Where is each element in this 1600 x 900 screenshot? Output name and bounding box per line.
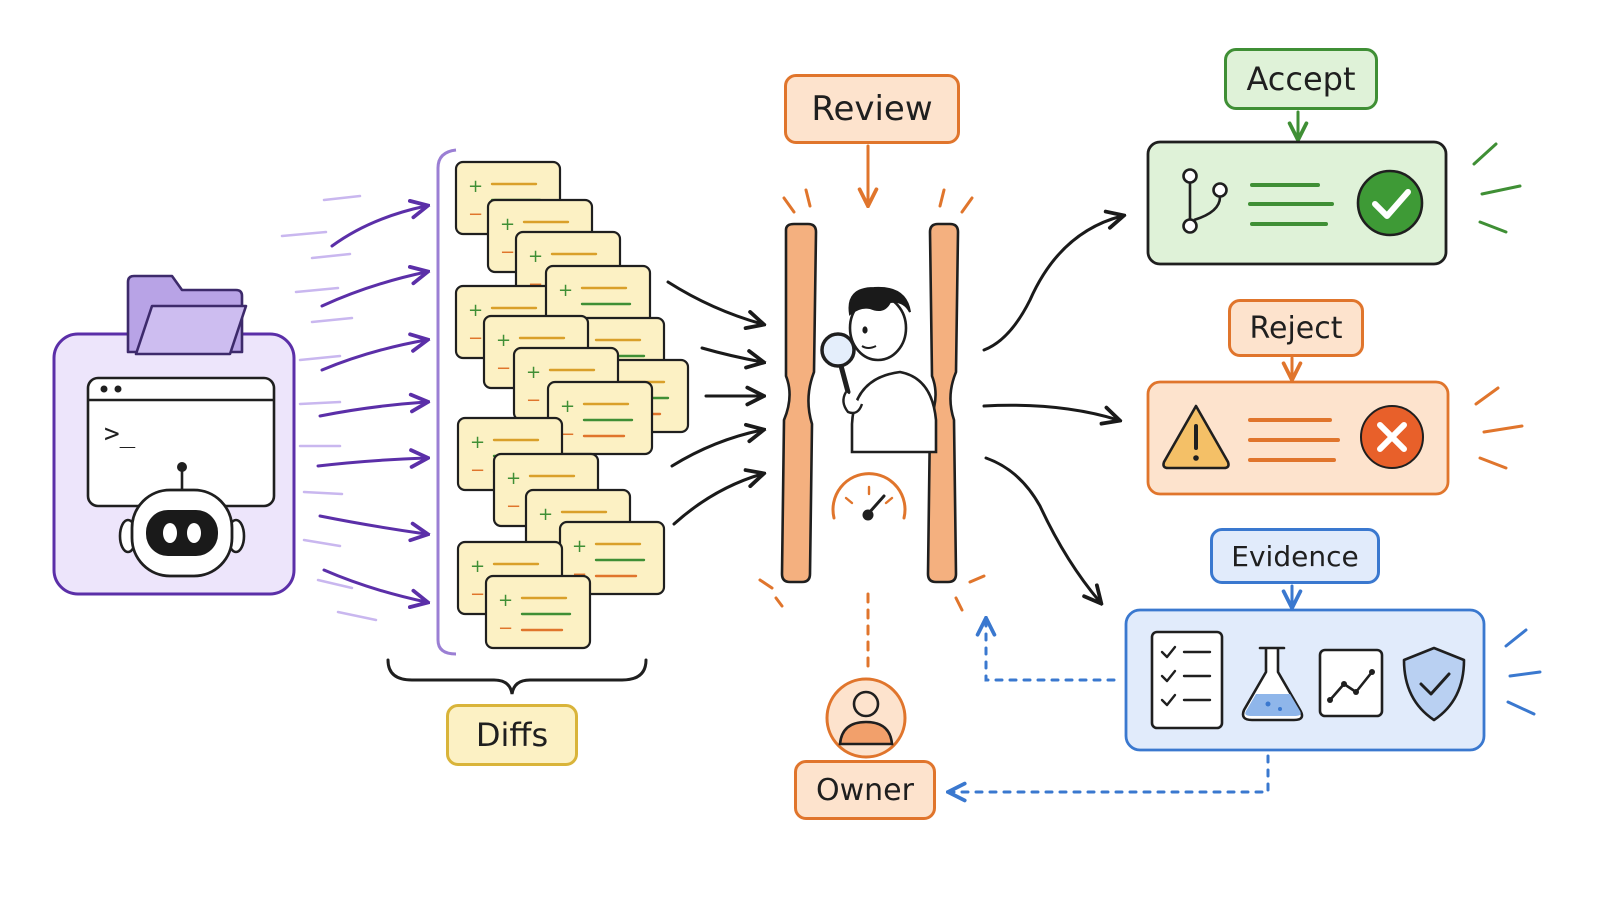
owner-group [825,677,907,759]
diff-card-removed: − [498,618,513,639]
owner-label: Owner [794,760,936,820]
diff-card-added: + [496,330,511,351]
diff-card: + − [486,198,594,274]
diff-card-added: + [560,396,575,417]
diffs-to-review-arrows [666,280,762,526]
gate-left-pillar [780,222,818,584]
folder-icon [126,274,248,356]
diff-card: + − [546,380,654,456]
accept-label: Accept [1224,48,1378,110]
diff-card: + − [492,452,600,528]
review-label: Review [784,74,960,144]
git-branch-icon [1182,168,1228,234]
evidence-to-owner-dotted [950,754,1270,792]
diff-card: + − [482,314,590,390]
diff-card-added: + [468,176,483,197]
reject-label: Reject [1228,299,1364,357]
diff-card-added: + [470,432,485,453]
diff-card: + − [456,540,564,616]
diff-card-removed: − [468,328,483,349]
diff-card-removed: − [500,242,515,263]
checkmark-circle-icon [1356,169,1424,237]
diff-card: + − [456,416,564,492]
person-with-magnifier-icon [820,286,938,454]
diff-stack-bracket [436,148,457,656]
diff-card-added: + [500,214,515,235]
diff-card-added: + [572,536,587,557]
x-circle-icon [1360,405,1424,469]
diff-card-removed: − [560,424,575,445]
diff-card-removed: − [496,358,511,379]
diff-card-added: + [528,246,543,267]
diff-card-removed: − [470,584,485,605]
diff-card-added: + [506,468,521,489]
diff-card-removed: − [468,204,483,225]
warning-triangle-icon [1162,404,1230,470]
accept-group [1146,110,1522,266]
diff-card: + − [512,346,620,422]
diff-card: + − [454,284,562,360]
diff-card-added: + [498,590,513,611]
line-chart-icon [1318,648,1384,718]
diff-card-added: + [558,280,573,301]
gauge-icon [831,472,907,521]
diff-card-removed: − [470,460,485,481]
diffs-brace [386,658,648,695]
robot-icon [118,462,246,578]
agent-to-diffs-arrows [280,194,426,622]
evidence-group [950,584,1542,792]
diff-card: + − [454,160,562,236]
diff-card-added: + [468,300,483,321]
checklist-icon [1150,630,1224,730]
diff-card-added: + [470,556,485,577]
flask-icon [1241,646,1304,722]
diff-card-removed: − [526,390,541,411]
diffs-label: Diffs [446,704,578,766]
user-icon [825,677,907,759]
review-to-outcomes-arrows [982,216,1122,602]
agent-group: >_ [52,274,296,596]
diff-card-added: + [526,362,541,383]
evidence-label: Evidence [1210,528,1380,584]
evidence-to-gate-dotted [986,620,1116,682]
diff-card-added: + [538,504,553,525]
shield-check-icon [1402,646,1466,722]
diff-card: + − [484,574,592,650]
diff-stack: + − + − + − + − + − + − [386,148,690,695]
diff-card-removed: − [506,496,521,517]
review-gate [758,144,986,670]
reject-group [1146,356,1524,496]
terminal-prompt: >_ [104,419,136,449]
